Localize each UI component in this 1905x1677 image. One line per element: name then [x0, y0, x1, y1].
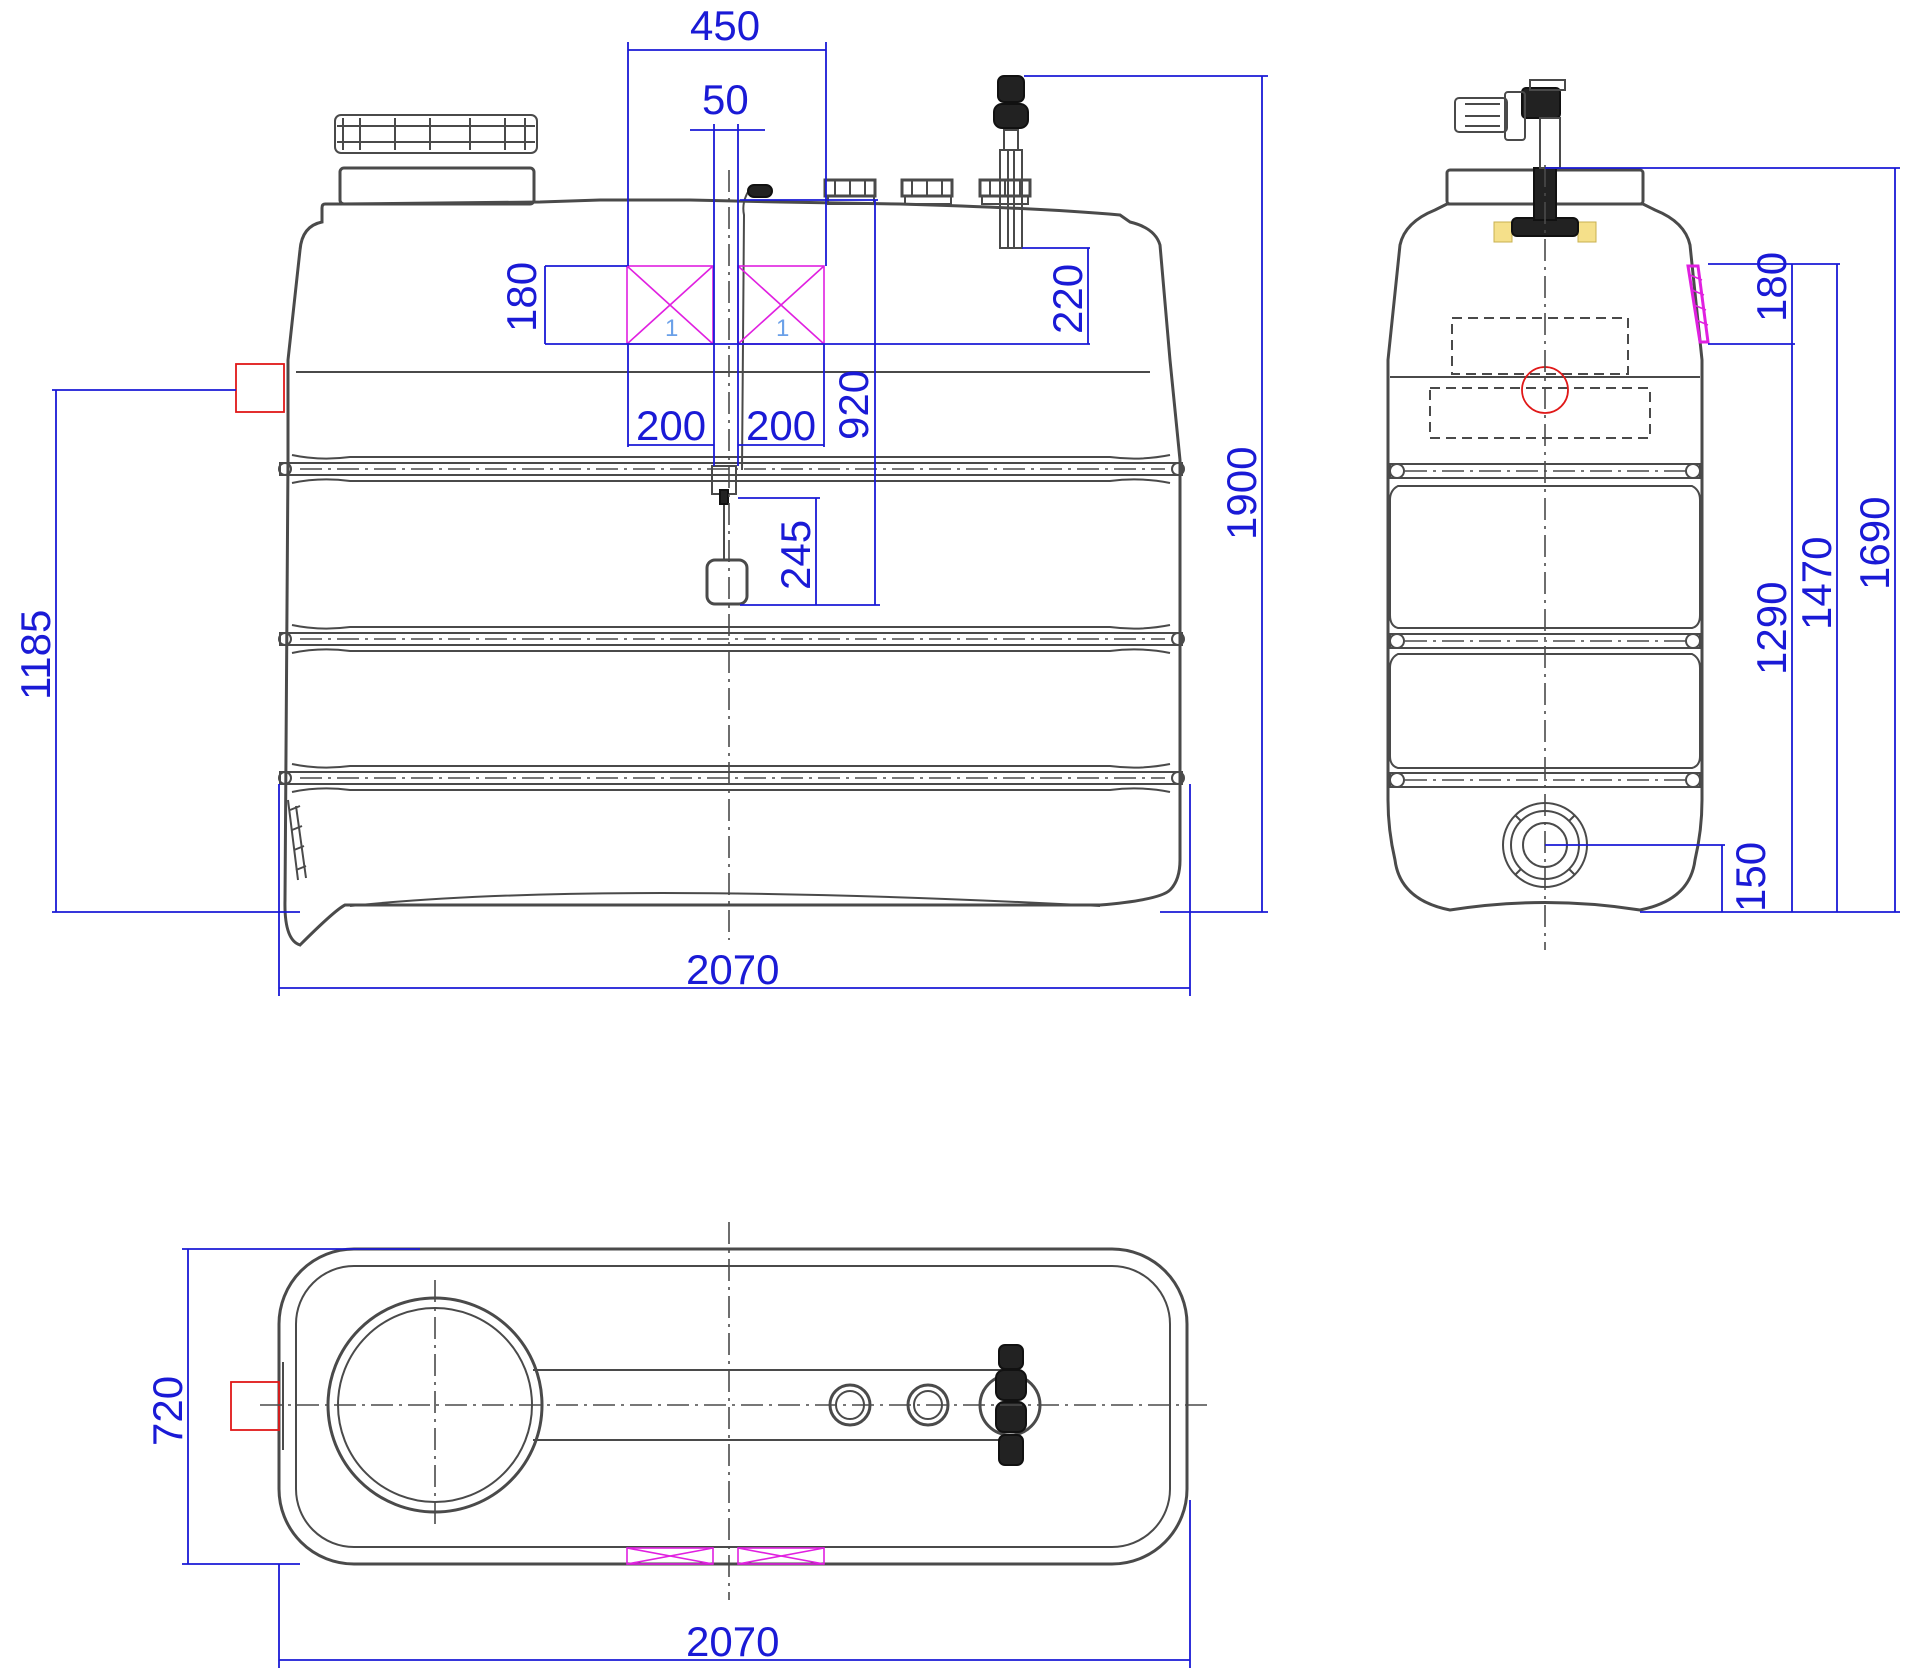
side-inlet-front [235, 363, 285, 413]
top-mark-boxes [626, 1547, 825, 1565]
dim-50: 50 [702, 76, 749, 123]
top-valve [995, 1344, 1027, 1466]
tank-base-curve [349, 892, 1101, 907]
mark-label-1: 1 [665, 315, 678, 342]
dim-180-side: 180 [1748, 252, 1795, 322]
valve-side [1454, 79, 1597, 243]
rib-1 [279, 454, 1183, 484]
top-channel [533, 1369, 1010, 1441]
dim-450: 450 [690, 2, 760, 49]
dim-180-front: 180 [498, 262, 545, 332]
top-view: 720 2070 [144, 1222, 1210, 1668]
top-side-inlet [230, 1381, 280, 1431]
float-switch [705, 184, 773, 606]
mark-label-2: 1 [776, 315, 789, 342]
side-view: 180 1290 1470 1690 150 [1386, 79, 1900, 950]
dim-200-left: 200 [636, 402, 706, 449]
dim-150: 150 [1727, 842, 1774, 912]
mark-boxes-front: 1 1 [626, 265, 825, 345]
dim-1900: 1900 [1218, 447, 1265, 540]
top-ports [823, 178, 1032, 205]
tank-body-front [283, 198, 1182, 947]
rib-clips [278, 462, 1185, 785]
dim-920: 920 [830, 370, 877, 440]
dim-1185: 1185 [12, 610, 59, 700]
side-internal-box-2 [1429, 387, 1651, 439]
top-outline-inner [295, 1265, 1171, 1548]
manhole-lid [334, 114, 538, 206]
top-outline-outer [277, 1247, 1189, 1566]
tank-body-side [1386, 202, 1704, 912]
dim-2070-top: 2070 [686, 1618, 779, 1665]
dim-1690: 1690 [1851, 497, 1898, 590]
side-dimensions: 180 1290 1470 1690 150 [1545, 167, 1900, 913]
dim-1290: 1290 [1748, 582, 1795, 675]
dim-1470: 1470 [1793, 537, 1840, 630]
dim-245: 245 [772, 520, 819, 590]
valve-front [993, 75, 1029, 249]
top-dimensions: 720 2070 [144, 1248, 1191, 1668]
side-mark [1686, 264, 1710, 344]
rib-3 [279, 763, 1183, 793]
side-internal-box-1 [1451, 317, 1629, 375]
side-ribs [1389, 463, 1701, 788]
front-view: 1 1 450 50 180 220 200 [12, 2, 1268, 996]
dim-220: 220 [1044, 264, 1091, 334]
dim-2070-front: 2070 [686, 946, 779, 993]
front-dimensions: 450 50 180 220 200 200 920 245 [12, 2, 1268, 996]
dim-200-right: 200 [746, 402, 816, 449]
dim-720: 720 [144, 1376, 191, 1446]
rib-2 [279, 624, 1183, 654]
